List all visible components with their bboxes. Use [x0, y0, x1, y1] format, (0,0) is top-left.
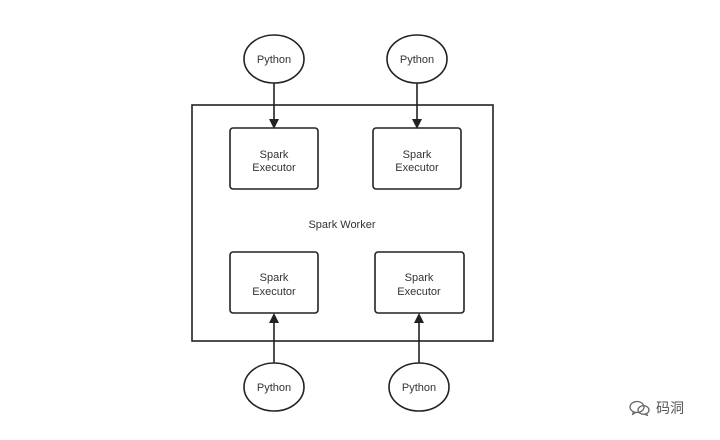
python-node-label: Python [400, 54, 434, 66]
watermark-text: 码洞 [656, 401, 684, 417]
executor-bottom-left: Spark Executor [229, 251, 319, 314]
executor-label-line2: Executor [395, 162, 439, 174]
python-node-bottom-left: Python [243, 362, 305, 412]
python-node-label: Python [257, 54, 291, 66]
executor-top-right: Spark Executor [372, 127, 462, 190]
watermark: 码洞 [628, 396, 684, 420]
executor-label-line2: Executor [252, 162, 296, 174]
executor-label-line1: Spark [405, 272, 434, 284]
python-node-bottom-right: Python [388, 362, 450, 412]
executor-top-left: Spark Executor [229, 127, 319, 190]
python-node-top-right: Python [386, 34, 448, 84]
executor-label-line2: Executor [397, 286, 441, 298]
python-node-label: Python [257, 382, 291, 394]
python-node-label: Python [402, 382, 436, 394]
wechat-icon [629, 400, 650, 417]
executor-label-line1: Spark [260, 272, 289, 284]
executor-label-line2: Executor [252, 286, 296, 298]
spark-worker-label: Spark Worker [308, 219, 375, 231]
executor-label-line1: Spark [260, 149, 289, 161]
executor-bottom-right: Spark Executor [374, 251, 465, 314]
python-node-top-left: Python [243, 34, 305, 84]
executor-label-line1: Spark [403, 149, 432, 161]
